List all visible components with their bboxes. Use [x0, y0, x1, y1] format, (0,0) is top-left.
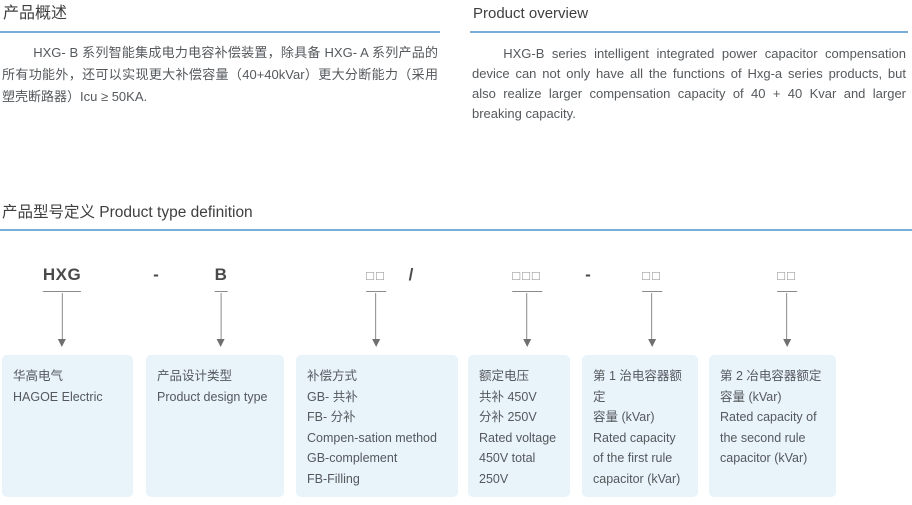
code-token-compensation-method: □□ — [362, 262, 390, 340]
definition-box-rated-voltage: 额定电压 共补 450V 分补 250V Rated voltage 450V … — [468, 355, 570, 497]
down-arrow-icon — [375, 293, 377, 340]
code-token-first-capacity: □□ — [638, 262, 666, 340]
code-token-brand: HXG — [39, 262, 85, 340]
token-underline — [512, 291, 542, 292]
code-token-compensation-method-label: □□ — [366, 267, 386, 283]
code-token-rated-voltage: □□□ — [508, 262, 546, 340]
overview-body-zh: HXG- B 系列智能集成电力电容补偿装置，除具备 HXG- A 系列产品的所有… — [2, 45, 438, 104]
code-token-design-type-label: B — [214, 265, 228, 284]
token-underline — [214, 291, 228, 292]
definition-box-second-capacity: 第 2 冶电容器额定 容量 (kVar) Rated capacity of t… — [709, 355, 836, 497]
code-separator-dash-2: - — [585, 265, 591, 284]
down-arrow-icon — [526, 293, 528, 340]
code-token-brand-label: HXG — [42, 265, 82, 284]
token-underline — [366, 291, 386, 292]
code-separator-slash: / — [408, 265, 414, 284]
down-arrow-icon — [651, 293, 653, 340]
code-separator-dash-1: - — [153, 265, 159, 284]
code-token-first-capacity-label: □□ — [642, 267, 662, 283]
accent-rule-zh — [0, 31, 440, 33]
definition-box-brand: 华高电气 HAGOE Electric — [2, 355, 133, 497]
code-token-second-capacity: □□ — [773, 262, 801, 340]
code-token-rated-voltage-label: □□□ — [512, 267, 542, 283]
overview-title-en: Product overview — [473, 5, 589, 22]
overview-section-en: Product overview HXG-B series intelligen… — [470, 3, 908, 124]
token-underline — [777, 291, 797, 292]
overview-section-zh: 产品概述 HXG- B 系列智能集成电力电容补偿装置，除具备 HXG- A 系列… — [0, 3, 440, 108]
overview-title-zh: 产品概述 — [3, 5, 68, 22]
down-arrow-icon — [786, 293, 788, 340]
token-underline — [642, 291, 662, 292]
code-token-second-capacity-label: □□ — [777, 267, 797, 283]
down-arrow-icon — [220, 293, 222, 340]
down-arrow-icon — [61, 293, 63, 340]
accent-rule-en — [470, 31, 908, 33]
definition-box-design-type: 产品设计类型 Product design type — [146, 355, 284, 497]
token-underline — [42, 291, 82, 292]
overview-body-en: HXG-B series intelligent integrated powe… — [472, 46, 906, 121]
code-token-design-type: B — [211, 262, 232, 340]
type-definition-title: 产品型号定义 Product type definition — [2, 204, 253, 221]
definition-box-compensation-method: 补偿方式 GB- 共补 FB- 分补 Compen-sation method … — [296, 355, 458, 497]
accent-rule-full — [0, 229, 912, 231]
definition-box-first-capacity: 第 1 治电容器额定 容量 (kVar) Rated capacity of t… — [582, 355, 698, 497]
